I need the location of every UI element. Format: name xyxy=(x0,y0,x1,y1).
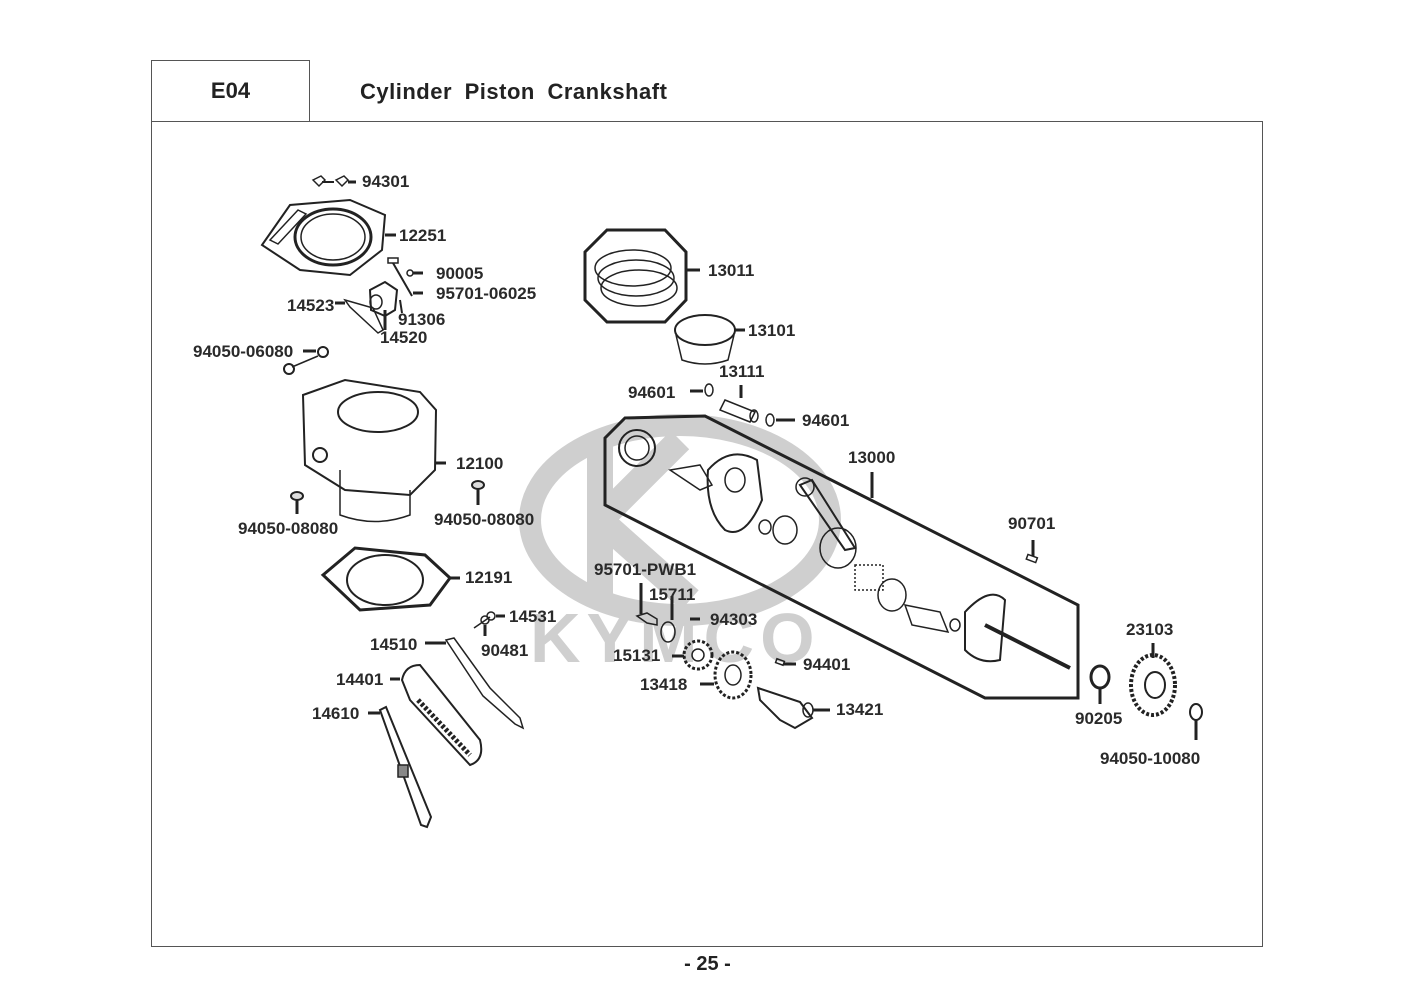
page-title: Cylinder Piston Crankshaft xyxy=(360,79,668,104)
part-label: 90481 xyxy=(481,641,529,660)
part-label: 94401 xyxy=(803,655,851,674)
cylinder-head-gasket-icon xyxy=(260,198,396,277)
part-label: 12191 xyxy=(465,568,513,587)
key-icon xyxy=(1025,540,1039,564)
part-label: 90701 xyxy=(1008,514,1056,533)
kymco-watermark: KYMCO xyxy=(519,414,841,677)
part-label: 15131 xyxy=(613,646,661,665)
nut-icon xyxy=(290,480,485,514)
section-code-box xyxy=(151,60,310,122)
part-label: 23103 xyxy=(1126,620,1174,639)
part-label: 94050-06080 xyxy=(193,342,294,361)
part-label: 14531 xyxy=(509,607,557,626)
part-label: 94303 xyxy=(710,610,758,629)
part-label: 90005 xyxy=(436,264,484,283)
balancer-shaft-icon xyxy=(756,657,830,730)
part-label: 95701-PWB1 xyxy=(594,560,697,579)
part-label: 90205 xyxy=(1075,709,1123,728)
nut-icon xyxy=(283,346,329,375)
part-label: 91306 xyxy=(398,310,446,329)
part-label: 94601 xyxy=(628,383,676,402)
part-label: 14610 xyxy=(312,704,360,723)
piston-pin-icon xyxy=(690,383,795,427)
part-label: 13418 xyxy=(640,675,688,694)
page-number: - 25 - xyxy=(684,953,731,975)
part-label: 12100 xyxy=(456,454,504,473)
part-label: 13111 xyxy=(719,362,765,381)
part-label: 94050-08080 xyxy=(238,519,339,538)
part-label: 13000 xyxy=(848,448,896,467)
part-label: 15711 xyxy=(649,585,696,604)
bolt-washer-icon xyxy=(635,583,700,643)
part-label: 14401 xyxy=(336,670,384,689)
part-label: 95701-06025 xyxy=(436,284,537,303)
cylinder-gasket-icon xyxy=(320,546,460,612)
cam-chain-icon xyxy=(390,663,483,767)
drive-gear-icon xyxy=(1089,643,1203,740)
part-label: 13011 xyxy=(708,261,755,280)
piston-icon xyxy=(674,314,745,365)
part-label: 12251 xyxy=(399,226,447,245)
part-label: 13101 xyxy=(748,321,796,340)
cylinder-icon xyxy=(301,378,446,523)
piston-ring-set-icon xyxy=(583,228,700,324)
section-code: E04 xyxy=(210,78,251,103)
part-label: 14520 xyxy=(380,328,428,347)
part-label: 94601 xyxy=(802,411,850,430)
chain-tensioner-arm-icon xyxy=(368,705,433,829)
part-label: 94050-08080 xyxy=(434,510,535,529)
header-cover xyxy=(310,59,1265,121)
part-label: 14510 xyxy=(370,635,418,654)
part-label: 14523 xyxy=(287,296,335,315)
dowel-pin-icon xyxy=(311,175,356,188)
part-label: 94050-10080 xyxy=(1100,749,1201,768)
cam-chain-tensioner-icon xyxy=(335,257,423,334)
header-divider xyxy=(151,121,1263,122)
chain-guide-icon xyxy=(425,637,525,730)
crankshaft-assembly-icon xyxy=(603,414,1080,700)
collar-bolt-icon xyxy=(473,611,505,636)
svg-text:KYMCO: KYMCO xyxy=(530,599,821,677)
part-label: 13421 xyxy=(836,700,884,719)
gear-icon xyxy=(672,639,753,700)
part-label: 94301 xyxy=(362,172,410,191)
